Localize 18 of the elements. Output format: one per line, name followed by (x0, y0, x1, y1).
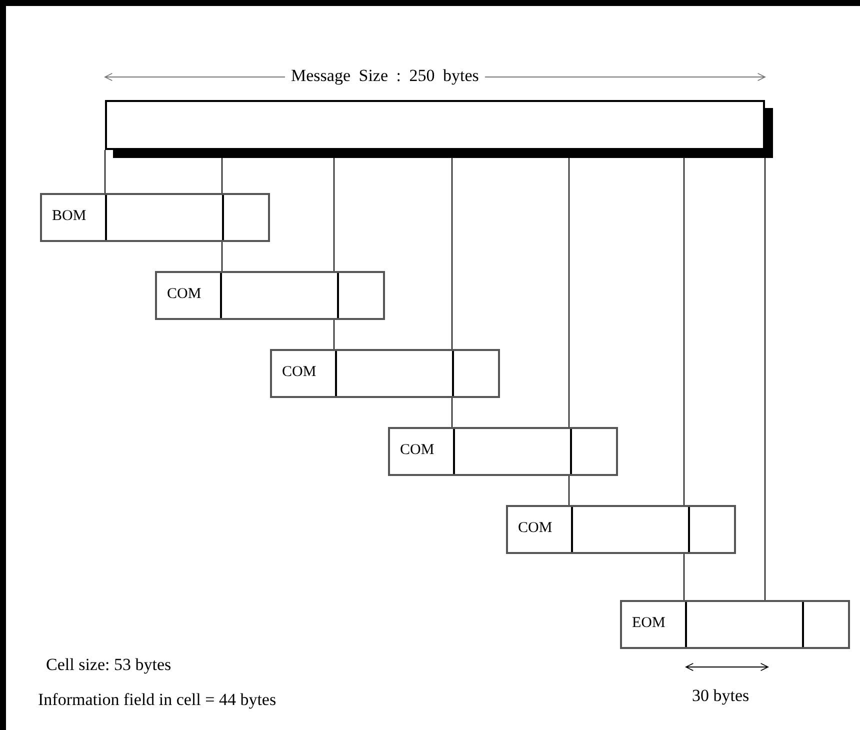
connector-line (104, 150, 106, 194)
note-text: Information field in cell = 44 bytes (38, 690, 276, 710)
cell-type-label: COM (518, 520, 552, 537)
dimension-label: Message Size : 250 bytes (285, 66, 485, 86)
dimension-label: 30 bytes (692, 686, 750, 706)
cell-box (40, 193, 270, 242)
cell-box (620, 600, 850, 649)
cell-box (270, 349, 500, 398)
cell-type-label: COM (400, 442, 434, 459)
cell-box (155, 271, 385, 320)
connector-line (568, 476, 570, 506)
cell-type-label: EOM (632, 615, 666, 632)
cell-type-label: COM (167, 286, 202, 303)
cell-type-label: COM (282, 364, 316, 381)
cell-box (388, 427, 618, 476)
cell-type-label: BOM (52, 208, 86, 225)
cell-box (506, 505, 736, 554)
note-text: Cell size: 53 bytes (46, 655, 172, 675)
